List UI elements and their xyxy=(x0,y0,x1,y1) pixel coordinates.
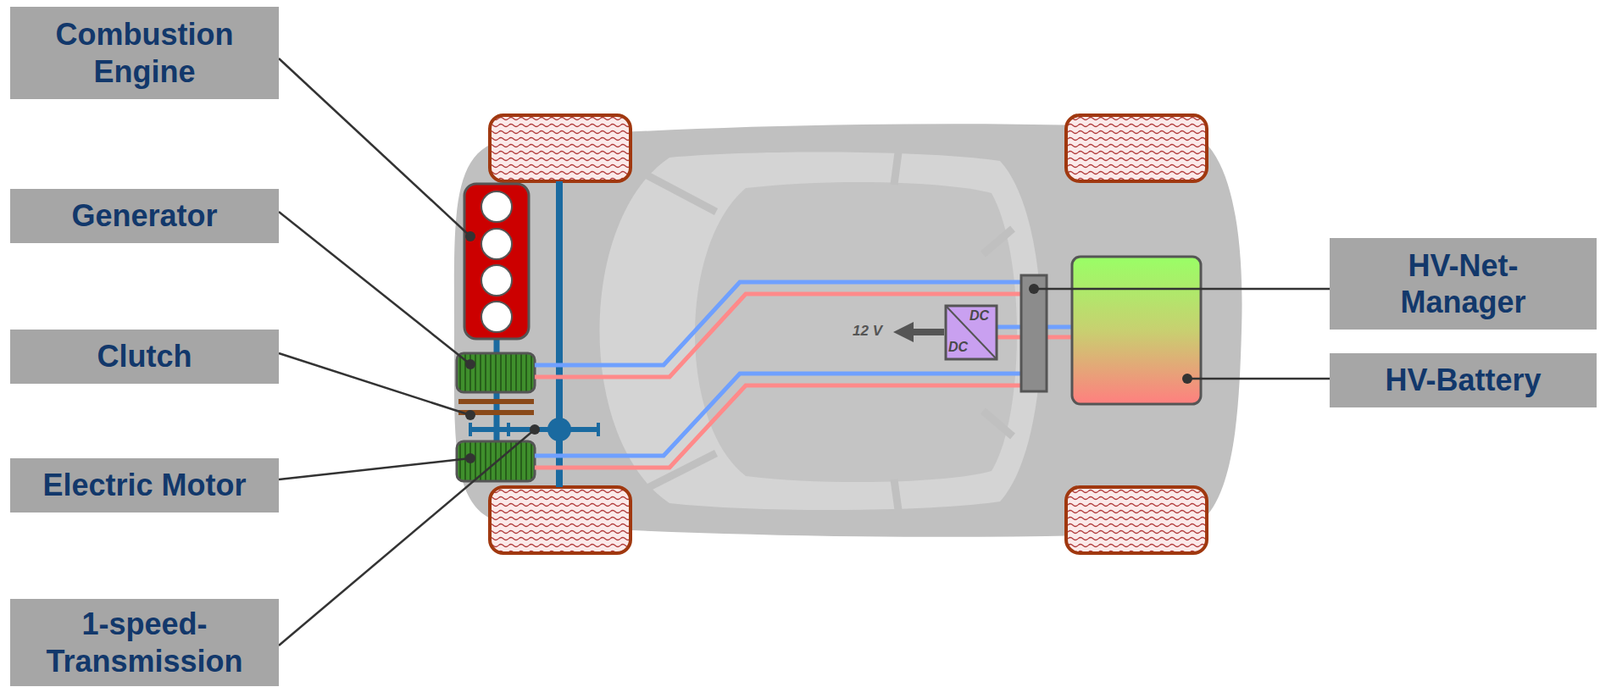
wheels xyxy=(489,115,1207,554)
label-box: HV-Battery xyxy=(1329,353,1597,408)
dcdc-converter xyxy=(945,305,997,360)
car-roof xyxy=(694,182,1017,483)
generator xyxy=(456,353,535,393)
part-name: Electric Motor xyxy=(42,466,246,504)
hv-battery xyxy=(1072,256,1201,405)
car-pillars xyxy=(644,152,1013,511)
label-box: 1-speed- Transmission xyxy=(10,599,279,687)
part-name: HV-Net- Manager xyxy=(1357,247,1570,321)
car-body xyxy=(454,123,1243,538)
engine-block xyxy=(464,183,529,339)
voltage-label: 12 V xyxy=(852,322,883,340)
converter-label: DC xyxy=(969,308,989,324)
converter-label: DC xyxy=(948,339,968,356)
leader-dots xyxy=(465,231,1193,464)
label-box: Generator xyxy=(10,188,279,244)
transmission-gears xyxy=(470,422,599,437)
differential xyxy=(547,417,572,442)
part-name: 1-speed- Transmission xyxy=(34,605,256,679)
part-name: Generator xyxy=(71,197,217,234)
clutch-plate xyxy=(458,399,534,405)
hv-net-manager xyxy=(1021,275,1047,392)
label-box: Electric Motor xyxy=(10,458,279,513)
part-name: Combustion Engine xyxy=(34,16,256,89)
label-box: Combustion Engine xyxy=(10,6,279,100)
hv-wires xyxy=(534,282,1073,468)
12v-arrow xyxy=(893,322,945,343)
leader-lines xyxy=(278,58,1330,646)
label-box: Clutch xyxy=(10,329,279,384)
label-box: HV-Net- Manager xyxy=(1329,238,1597,330)
part-name: Clutch xyxy=(97,338,193,375)
dcdc-diagonal xyxy=(945,305,997,360)
engine-cylinders xyxy=(481,191,512,333)
part-name: HV-Battery xyxy=(1384,361,1541,399)
